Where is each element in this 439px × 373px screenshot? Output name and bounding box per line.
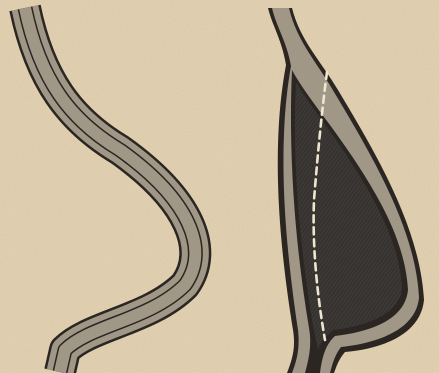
engraved-illustration [0,0,439,373]
